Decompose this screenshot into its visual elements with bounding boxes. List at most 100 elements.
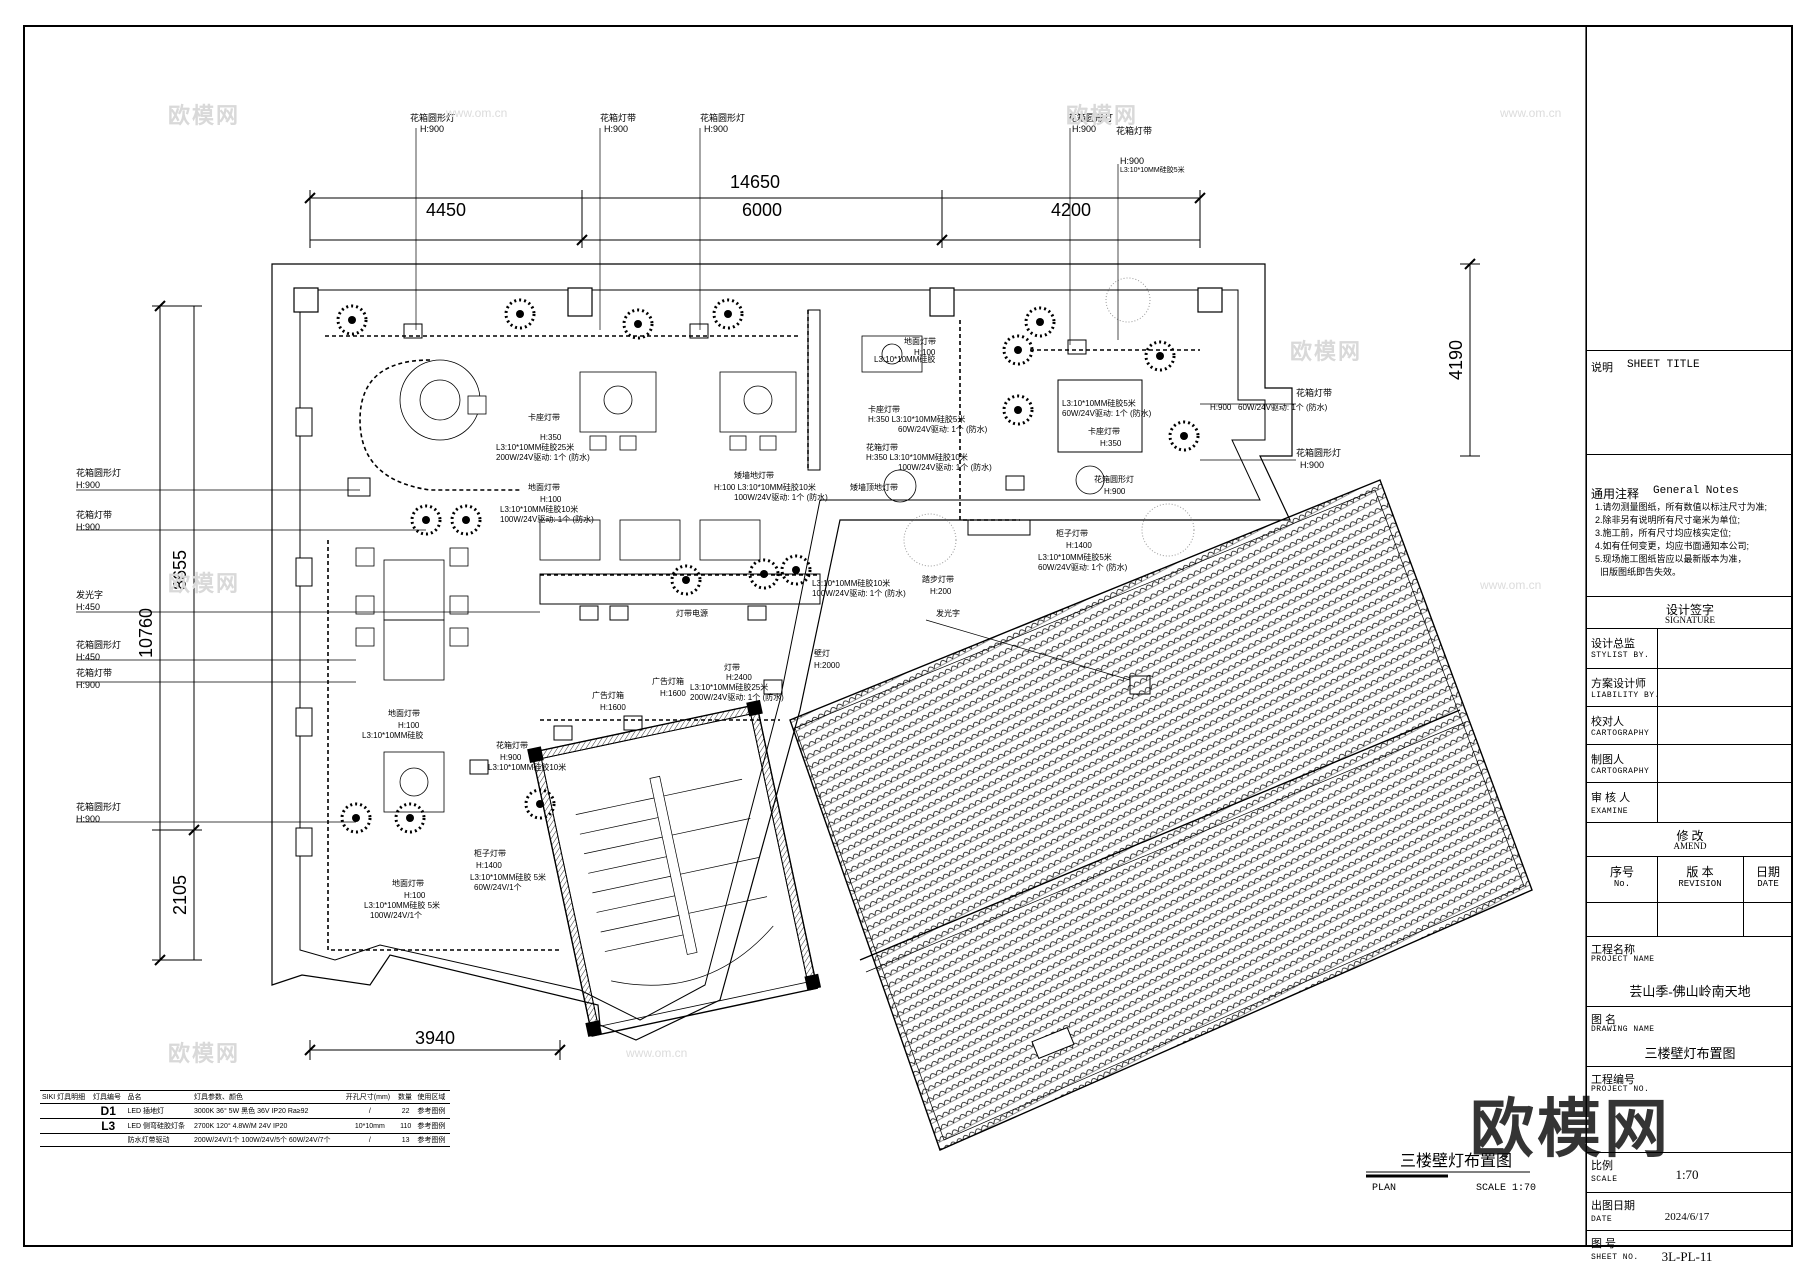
label-cabinet-strip-2-h: H:1400 xyxy=(476,861,502,870)
leader-lines xyxy=(76,128,1296,823)
label-lowwall-top-strip: 矮墙顶地灯带 xyxy=(850,482,898,492)
label-planter-strip-1-driver: 100W/24V驱动: 1个 (防水) xyxy=(898,462,992,472)
legend-item: LED 插地灯 xyxy=(125,1103,192,1119)
dim-top-b: 6000 xyxy=(742,200,782,220)
dimension-ticks xyxy=(154,192,1476,1056)
amend-header: 修 改 AMEND xyxy=(1587,822,1793,857)
date-value: 2024/6/17 xyxy=(1664,1211,1710,1223)
signature-header: 设计签字 SIGNATURE xyxy=(1587,596,1793,629)
drawing-name-cell: 图 名 DRAWING NAME 三楼壁灯布置图 xyxy=(1587,1006,1793,1067)
drawing-name-label-en: DRAWING NAME xyxy=(1591,1025,1655,1034)
amend-col-no: 序号 xyxy=(1609,865,1634,879)
callout-right-1-name: 花箱灯带 xyxy=(1296,387,1332,398)
label-planter-round-light-h: H:900 xyxy=(1104,487,1126,496)
legend-code: L3 xyxy=(90,1118,126,1134)
role-label: 校对人 xyxy=(1591,716,1624,728)
interior-walls xyxy=(539,309,1143,605)
date-label: 出图日期 xyxy=(1591,1200,1635,1212)
top-callouts: 花箱圆形灯 H:900 花箱灯带 H:900 花箱圆形灯 H:900 花箱圆形灯… xyxy=(410,112,1185,174)
amend-col-rev: 版 本 xyxy=(1686,865,1714,879)
callout-right-2-name: 花箱圆形灯 xyxy=(1296,447,1341,458)
label-booth-strip-3: 卡座灯带 xyxy=(1088,426,1120,436)
legend-header-cell: 数量 xyxy=(395,1090,416,1104)
legend-header-cell: 灯具参数、颜色 xyxy=(191,1090,344,1104)
label-cabinet-strip-2-spec: L3:10*10MM硅胶 5米 xyxy=(470,872,546,882)
label-luminous-sign: 发光字 xyxy=(936,608,960,618)
watermark-site: www.om.cn xyxy=(446,106,508,120)
planter-plants xyxy=(336,277,1200,834)
label-floor-strip-3-spec: L3:10*10MM硅胶 xyxy=(362,730,423,740)
role-row: 设计总监 STYLIST BY. xyxy=(1587,628,1793,669)
sheet-title-cell: 说明 SHEET TITLE xyxy=(1587,350,1793,455)
role-label-en: EXAMINE xyxy=(1591,807,1629,816)
inner-labels: 地面灯带 H:100 L3:10*10MM硅胶 卡座灯带 H:350 L3:10… xyxy=(362,336,1152,920)
callout-top-2-h: H:900 xyxy=(604,124,628,134)
dim-right: 4190 xyxy=(1446,340,1466,380)
role-label-en: CARTOGRAPHY xyxy=(1591,729,1650,738)
amend-col-no-en: No. xyxy=(1613,879,1631,889)
dimension-labels: 14650 4450 6000 4200 10760 8655 2105 419… xyxy=(136,172,1466,1048)
legend-header-cell: 使用区域 xyxy=(415,1090,450,1104)
legend-code: D1 xyxy=(90,1103,126,1119)
project-no-label: 工程编号 xyxy=(1591,1074,1635,1086)
note-item: 旧版图纸即告失效。 xyxy=(1595,567,1682,577)
plan-title-underline xyxy=(1366,1171,1530,1178)
role-label: 方案设计师 xyxy=(1591,678,1646,690)
notes-list: 1.请勿测量图纸，所有数值以标注尺寸为准; 2.除非另有说明所有尺寸毫米为单位;… xyxy=(1595,501,1767,579)
label-booth-strip-2: 卡座灯带 xyxy=(868,404,900,414)
label-floor-strip-4-driver: 100W/24V/1个 xyxy=(370,911,422,920)
callout-top-3-name: 花箱圆形灯 xyxy=(700,112,745,123)
dim-top-total: 14650 xyxy=(730,172,780,192)
label-ad-lightbox-1-h: H:1600 xyxy=(600,703,626,712)
label-cabinet-strip-1-spec: L3:10*10MM硅胶5米 xyxy=(1038,552,1112,562)
role-row: 校对人 CARTOGRAPHY xyxy=(1587,706,1793,745)
sheet-no-label-en: SHEET NO. xyxy=(1591,1253,1639,1262)
role-label: 审 核 人 xyxy=(1591,792,1631,804)
note-item: 2.除非另有说明所有尺寸毫米为单位; xyxy=(1595,515,1741,525)
watermark-brand: 欧模网 xyxy=(168,1041,241,1066)
callout-top-4-h: H:900 xyxy=(1072,124,1096,134)
label-floor-strip-2-h: H:100 xyxy=(540,495,562,504)
legend-area: 参考图例 xyxy=(415,1118,450,1134)
label-booth-strip-2-driver: 60W/24V驱动: 1个 (防水) xyxy=(898,424,988,434)
legend-spec: 200W/24V/1个 100W/24V/5个 60W/24V/7个 xyxy=(191,1133,344,1147)
role-row: 制图人 CARTOGRAPHY xyxy=(1587,744,1793,783)
label-floor-strip-1: 地面灯带 xyxy=(904,336,936,346)
label-planter-strip-1-spec: H:350 L3:10*10MM硅胶10米 xyxy=(866,452,968,462)
legend-qty: 22 xyxy=(395,1103,416,1119)
label-ad-lightbox-1: 广告灯箱 xyxy=(592,690,624,700)
callout-left-2-h: H:900 xyxy=(76,522,100,532)
label-strip-power: 灯带电源 xyxy=(676,608,708,618)
callout-left-1-h: H:900 xyxy=(76,480,100,490)
drawing-name-label: 图 名 xyxy=(1591,1014,1617,1026)
scale-label-en: SCALE xyxy=(1591,1175,1618,1184)
notes-title-en: General Notes xyxy=(1653,485,1739,497)
callout-top-3-h: H:900 xyxy=(704,124,728,134)
amend-col-date-en: DATE xyxy=(1757,879,1779,889)
legend-header-cell: SIKI 灯具明细 xyxy=(40,1090,91,1104)
label-booth-strip-1: 卡座灯带 xyxy=(528,412,560,422)
label-cabinet-strip-2-driver: 60W/24V/1个 xyxy=(474,883,522,892)
label-floor-strip-2-driver: 100W/24V驱动: 1个 (防水) xyxy=(500,514,594,524)
sheet-no-cell: 图 号 SHEET NO. 3L-PL-11 xyxy=(1587,1230,1793,1271)
callout-top-4-name: 花箱圆形灯 xyxy=(1068,112,1113,123)
watermark-site: www.om.cn xyxy=(1500,106,1562,120)
label-strip-2400-driver: 200W/24V驱动: 1个 (防水) xyxy=(690,692,784,702)
project-name-value: 芸山季-佛山岭南天地 xyxy=(1629,984,1751,999)
label-wall-lamp: 壁灯 xyxy=(814,648,830,658)
label-ad-lightbox-2: 广告灯箱 xyxy=(652,676,684,686)
label-floor-strip-2: 地面灯带 xyxy=(528,482,560,492)
label-floor-strip-3: 地面灯带 xyxy=(388,708,420,718)
callout-right-2-h: H:900 xyxy=(1300,460,1324,470)
label-booth-strip-3-spec: L3:10*10MM硅胶5米 xyxy=(1062,398,1136,408)
label-floor-strip-3-h: H:100 xyxy=(398,721,420,730)
watermark-site: www.om.cn xyxy=(1480,578,1542,592)
callout-left-3-h: H:450 xyxy=(76,602,100,612)
signature-title-en: SIGNATURE xyxy=(1664,615,1715,625)
callout-top-1-name: 花箱圆形灯 xyxy=(410,112,455,123)
callout-right-1-h: H:900 xyxy=(1210,403,1232,412)
label-strip-driver-100w: 100W/24V驱动: 1个 (防水) xyxy=(812,588,906,598)
watermark-brand: 欧模网 xyxy=(168,571,241,596)
